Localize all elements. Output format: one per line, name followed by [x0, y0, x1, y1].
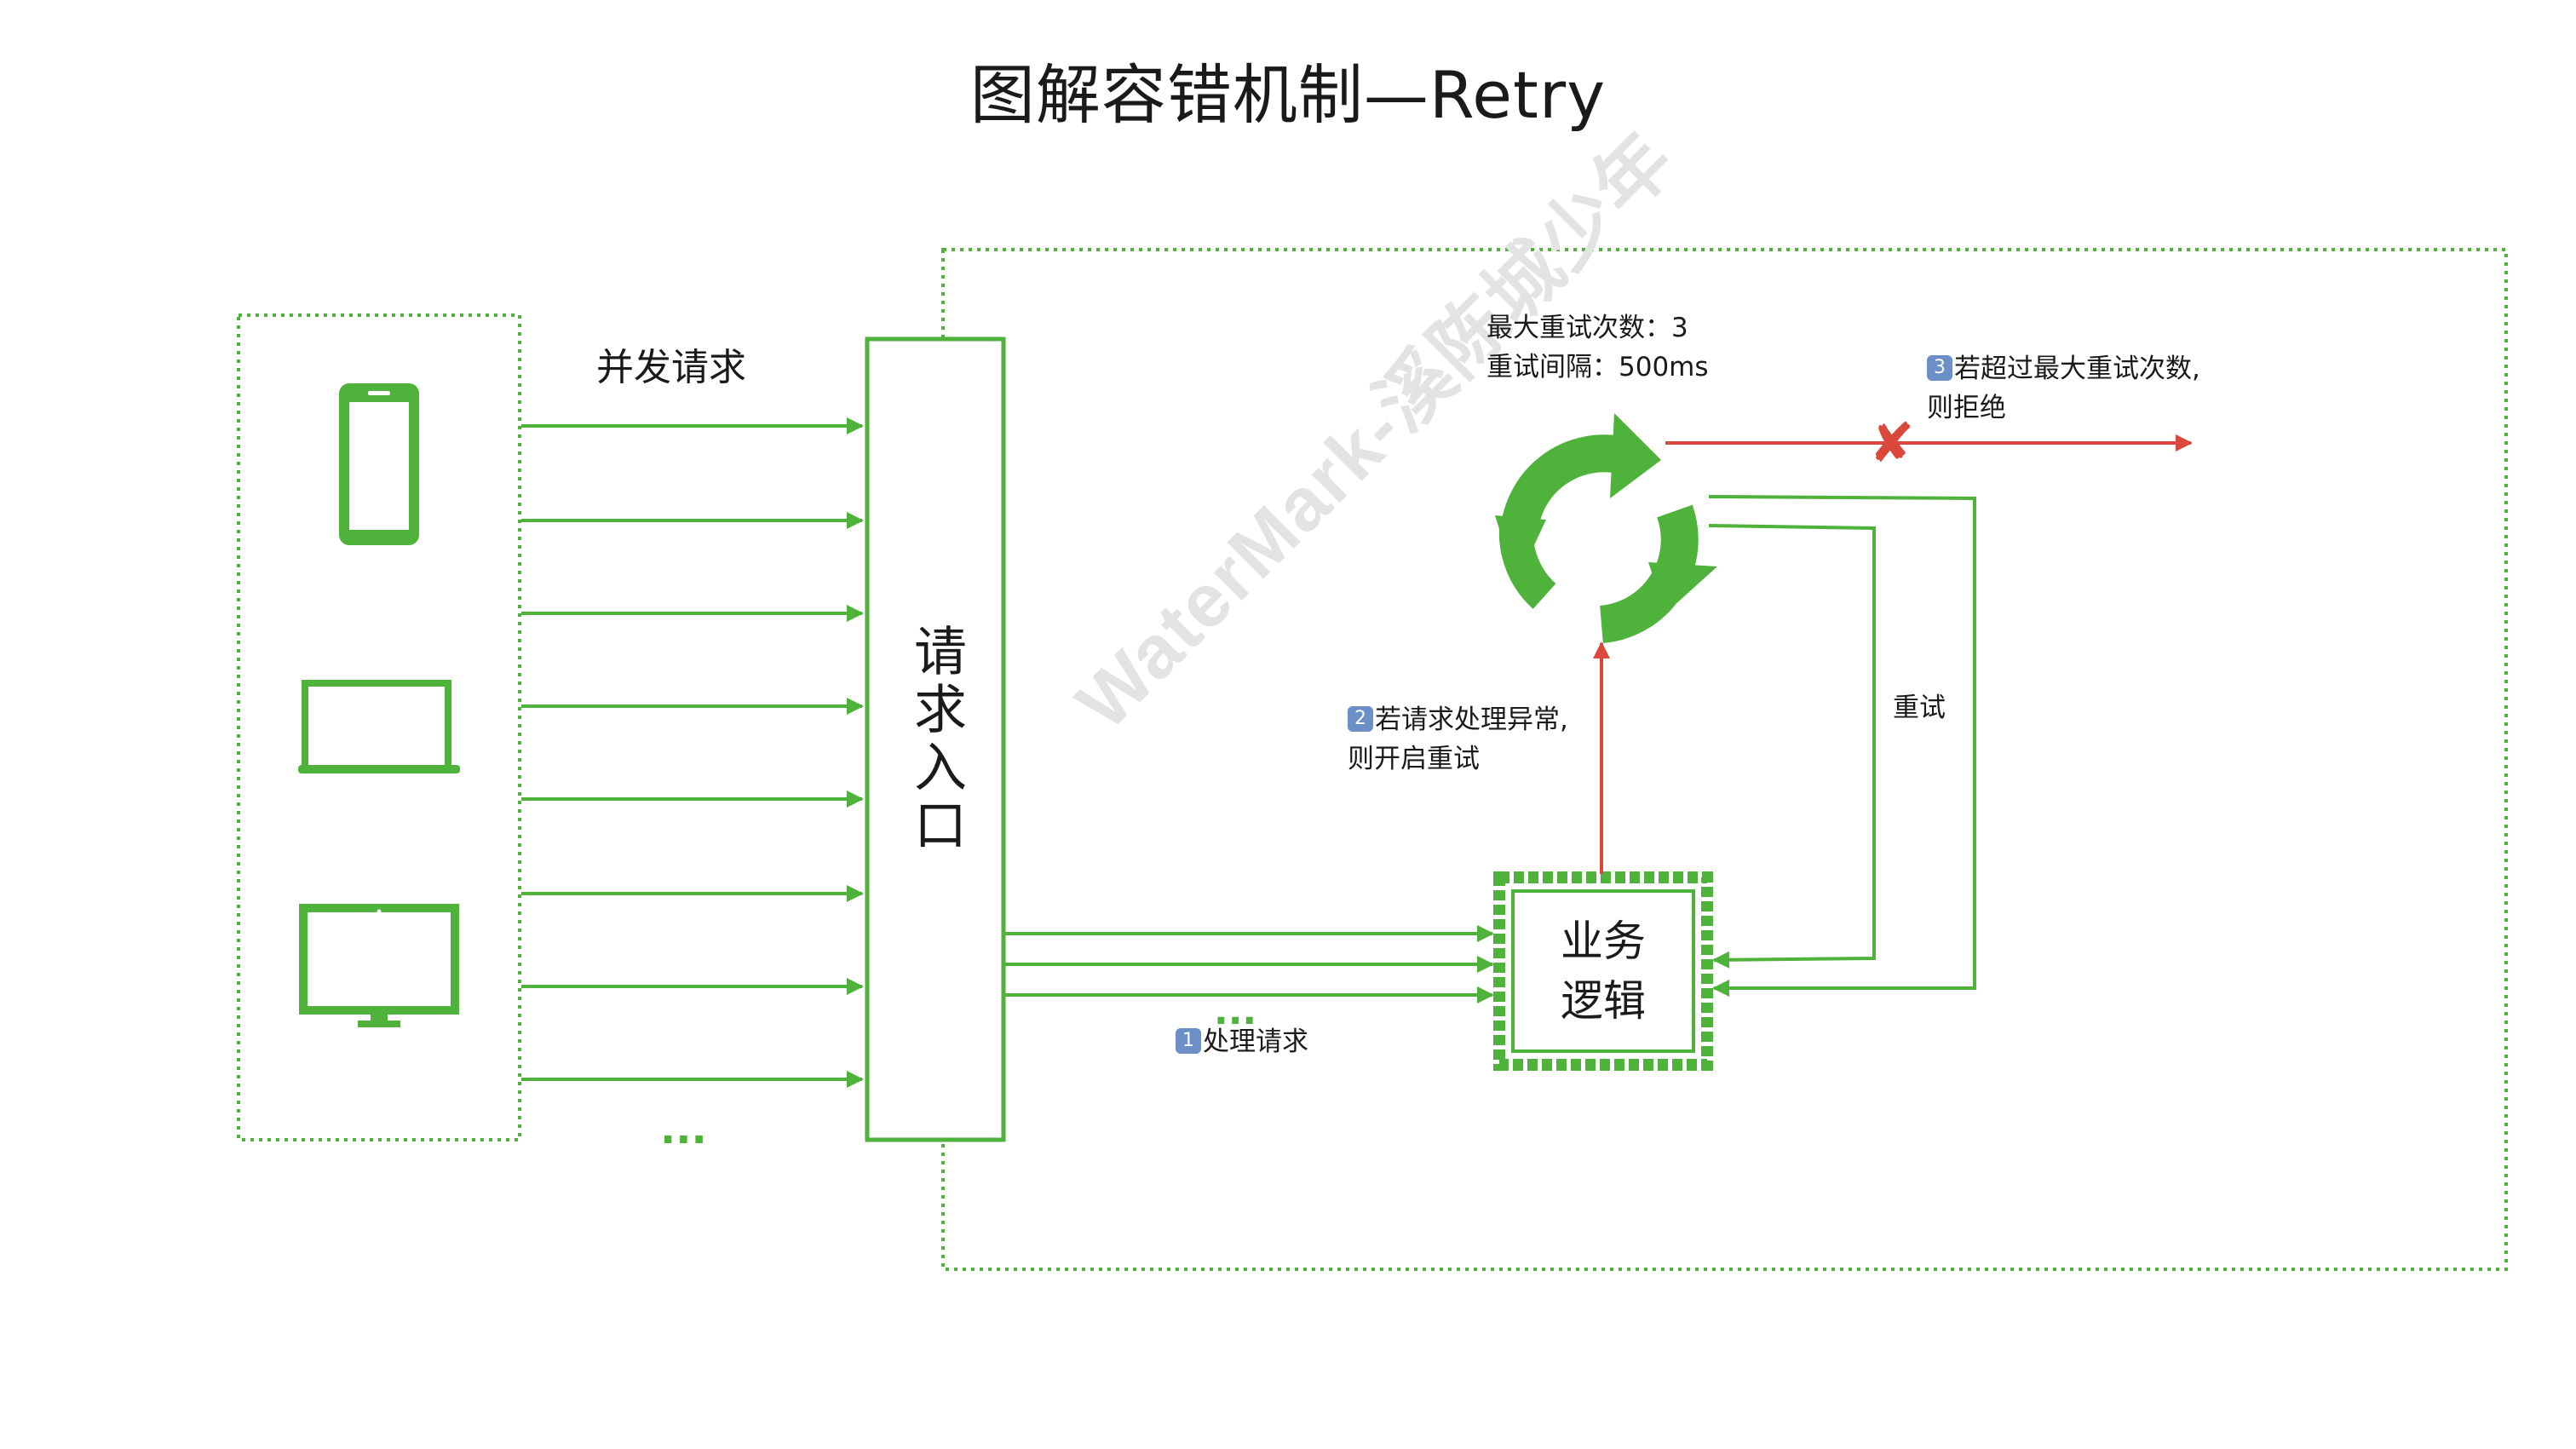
business-logic-box	[1493, 871, 1713, 1071]
process-arrows	[1003, 925, 1494, 1003]
retry-cycle-arrowheads	[1495, 413, 1717, 613]
reject-cross-icon: ✘	[1869, 412, 1915, 475]
retry-loop-label: 重试	[1893, 693, 1946, 723]
step-3-badge: 3	[1927, 354, 1952, 381]
retry-start-line1: 若请求处理异常,	[1375, 704, 1568, 735]
server-group-box	[941, 248, 2508, 1271]
retry-cycle-icon	[1498, 434, 1699, 643]
business-logic-line1: 业务	[1561, 917, 1646, 966]
client-group-box	[237, 313, 521, 1141]
reject-line1: 若超过最大重试次数,	[1954, 354, 2200, 384]
process-ellipsis: ...	[1214, 990, 1257, 1033]
step-1-badge: 1	[1176, 1027, 1201, 1054]
request-arrows	[521, 417, 864, 1088]
request-entry-box	[865, 336, 1006, 1142]
client-ellipsis: ...	[660, 1106, 707, 1153]
step-2-badge: 2	[1348, 705, 1373, 732]
request-entry-label: 请求入口	[905, 624, 967, 855]
retry-max-count: 最大重试次数：3	[1486, 313, 1688, 343]
monitor-icon	[299, 904, 459, 1027]
concurrent-request-label: 并发请求	[596, 346, 746, 389]
retry-interval: 重试间隔：500ms	[1486, 352, 1709, 382]
retry-config-label: 最大重试次数：3 重试间隔：500ms	[1486, 308, 1709, 387]
reject-line2: 则拒绝	[1927, 393, 2006, 423]
business-logic-line2: 逻辑	[1561, 976, 1646, 1026]
retry-start-line2: 则开启重试	[1348, 744, 1480, 774]
process-request-text: 处理请求	[1203, 1026, 1308, 1057]
phone-icon	[339, 383, 419, 545]
laptop-icon	[298, 680, 460, 773]
page-title: 图解容错机制—Retry	[969, 57, 1607, 133]
retry-loop-lines	[1708, 495, 1976, 997]
business-logic-label: 业务 逻辑	[1501, 879, 1705, 1063]
